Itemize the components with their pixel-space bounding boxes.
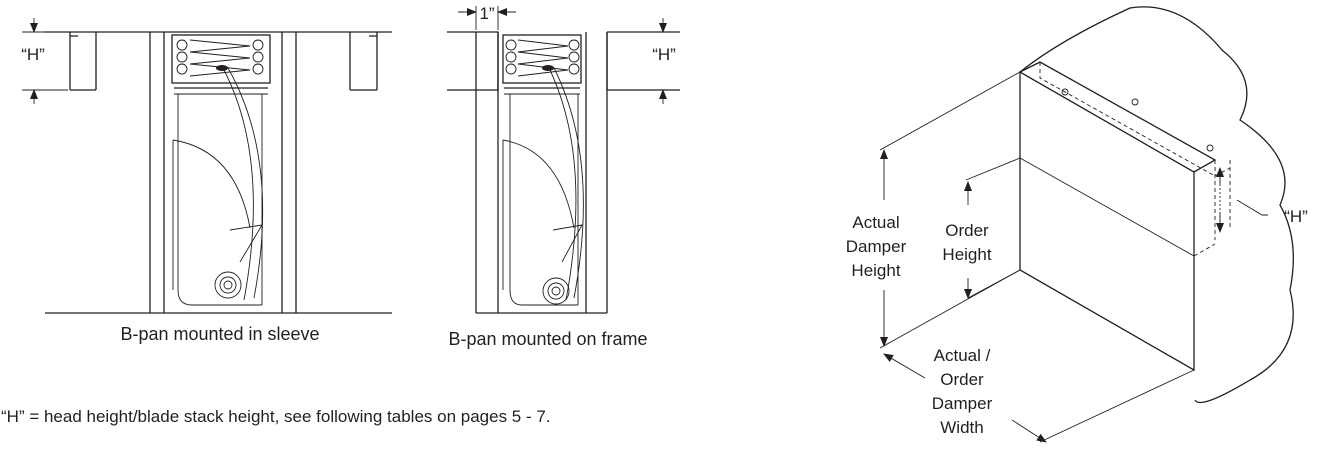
svg-text:Order: Order: [945, 221, 989, 240]
one-inch-label: 1”: [479, 4, 494, 23]
actual-damper-height-label: Actual Damper Height: [846, 213, 907, 280]
sleeve-mount-drawing: [22, 18, 392, 314]
frame-mount-drawing: [447, 6, 680, 314]
frame-caption: B-pan mounted on frame: [448, 329, 647, 349]
frame-h-label: “H”: [652, 45, 676, 64]
order-height-label: Order Height: [942, 221, 991, 264]
svg-text:Actual /: Actual /: [934, 346, 991, 365]
head-height-note: “H” = head height/blade stack height, se…: [1, 407, 551, 426]
svg-text:Height: Height: [942, 245, 991, 264]
svg-text:Order: Order: [940, 370, 984, 389]
iso-h-label: “H”: [1284, 207, 1308, 226]
svg-text:Damper: Damper: [846, 237, 907, 256]
svg-text:Width: Width: [940, 418, 983, 437]
isometric-damper-drawing: [879, 6, 1294, 443]
sleeve-caption: B-pan mounted in sleeve: [120, 324, 319, 344]
damper-width-label: Actual / Order Damper Width: [932, 346, 993, 437]
sleeve-h-label: “H”: [21, 45, 45, 64]
svg-text:Damper: Damper: [932, 394, 993, 413]
svg-text:Actual: Actual: [852, 213, 899, 232]
svg-text:Height: Height: [851, 261, 900, 280]
